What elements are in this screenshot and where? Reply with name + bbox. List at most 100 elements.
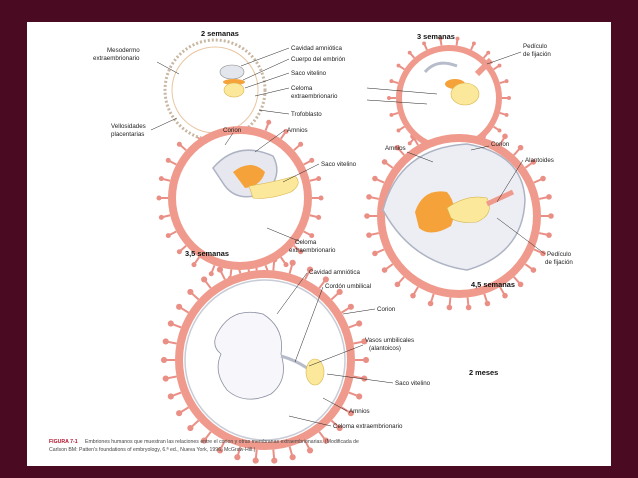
villus-tip <box>309 233 315 239</box>
stage-label-4-5-weeks: 4,5 semanas <box>471 280 515 289</box>
villus-tip <box>530 267 537 273</box>
yolk-sac <box>450 82 480 106</box>
label-mesodermo-extra: extraembrionario <box>93 55 140 62</box>
villus-tip <box>361 338 368 345</box>
label-alantoides: Alantoides <box>525 157 554 164</box>
connecting-stalk <box>485 189 515 207</box>
villus-tip <box>546 232 552 238</box>
yolk-sac <box>248 175 299 199</box>
villus-tip <box>165 233 171 239</box>
villus-tip <box>389 112 394 117</box>
villus-tip <box>517 281 524 288</box>
villus-tip <box>322 437 329 444</box>
label-cordon-umbilical: Cordón umbilical <box>325 283 371 290</box>
label-vasos-umbilicales: Vasos umbilicales <box>365 337 414 344</box>
label-amnios-3: Amnios <box>349 408 370 415</box>
label-trofoblasto: Trofoblasto <box>291 111 322 118</box>
villus-tip <box>252 457 259 464</box>
amniotic-cavity <box>219 64 245 80</box>
villus-tip <box>366 194 372 200</box>
stage-label-2-months: 2 meses <box>469 368 498 377</box>
villus-tip <box>208 271 214 277</box>
leader-lines <box>150 47 546 427</box>
label-pediculo-1: Pedículo <box>523 43 548 50</box>
villus-tip <box>504 112 509 117</box>
caption-figure-number: FIGURA 7-1 <box>49 439 78 445</box>
villus-tip <box>165 157 171 163</box>
villus-tip <box>187 288 194 296</box>
villus-tip <box>364 213 370 219</box>
villus-tip <box>507 96 511 100</box>
villus-tip <box>298 141 304 147</box>
label-celoma-extra-2: extraembrionario <box>289 247 336 254</box>
stage-label-2-weeks: 2 semanas <box>201 29 239 38</box>
villus-tip <box>298 249 304 255</box>
trophoblast-ring <box>163 38 267 142</box>
villus-tip <box>187 424 194 432</box>
villus-tip <box>309 157 315 163</box>
villus-tip <box>540 250 546 257</box>
villus-tip <box>289 454 296 461</box>
villus-tip <box>372 175 378 182</box>
stage-2-weeks <box>163 38 267 142</box>
umbilical-cord <box>280 354 308 370</box>
villus-tip <box>455 36 460 41</box>
label-amnios-2: Amnios <box>385 145 406 152</box>
label-corion-2: Corion <box>491 141 510 148</box>
embryo <box>415 191 455 233</box>
villus-tip <box>316 214 322 220</box>
villus-tip <box>396 63 401 68</box>
villus-tip <box>389 79 394 84</box>
villus-tip <box>497 128 502 133</box>
villus-tip <box>176 141 182 147</box>
villus-tip <box>361 375 368 382</box>
villus-tip <box>372 250 378 257</box>
label-cavidad-amniotica-1: Cavidad amniótica <box>291 45 342 52</box>
villus-tip <box>306 447 314 454</box>
amnion <box>184 279 346 441</box>
villus-tip <box>381 267 388 273</box>
villus-tip <box>176 303 183 310</box>
stage-4-5-weeks <box>377 134 541 298</box>
villus-tip <box>548 213 554 219</box>
label-saco-vitelino-3: Saco vitelino <box>395 380 431 387</box>
villus-tip <box>347 303 354 310</box>
villus-tip <box>160 356 168 364</box>
labels: 2 semanas 3 semanas 3,5 semanas 4,5 sema… <box>93 29 573 430</box>
villus-tip <box>517 144 524 151</box>
villus-tip <box>322 276 329 283</box>
figure-caption: FIGURA 7-1 Embriones humanos que muestra… <box>49 439 359 453</box>
villus-tip <box>347 410 354 417</box>
villus-tip <box>546 194 552 200</box>
label-celoma-2: Celoma <box>295 239 317 246</box>
villus-tip <box>446 304 453 311</box>
villus-tip <box>234 454 241 461</box>
villus-tip <box>167 320 174 327</box>
villus-tip <box>407 50 412 55</box>
villus-tip <box>306 266 314 273</box>
villus-tip <box>191 262 197 268</box>
villus-tip <box>381 159 388 165</box>
villus-tip <box>502 133 508 140</box>
label-placentarias: placentarias <box>111 131 144 138</box>
villus-tip <box>167 393 174 400</box>
villus-tip <box>396 128 401 133</box>
yolk-sac <box>446 196 490 223</box>
villus-tip <box>422 41 427 46</box>
villus-tip <box>162 338 169 345</box>
villus-tip <box>289 259 296 266</box>
villus-tip <box>156 195 162 201</box>
yolk-sac <box>305 358 325 386</box>
label-amnios-1: Amnios <box>287 127 308 134</box>
yolk-sac <box>223 82 245 98</box>
fetus <box>214 311 284 400</box>
villus-tip <box>356 393 363 400</box>
stage-3-weeks <box>396 45 502 151</box>
villus-tip <box>316 176 322 182</box>
label-fijacion-2: de fijación <box>545 259 573 266</box>
villus-tip <box>336 288 343 296</box>
villus-tip <box>271 457 278 464</box>
label-corion-1: Corion <box>223 127 242 134</box>
label-celoma-extraembrionario: Celoma extraembrionario <box>333 423 403 430</box>
